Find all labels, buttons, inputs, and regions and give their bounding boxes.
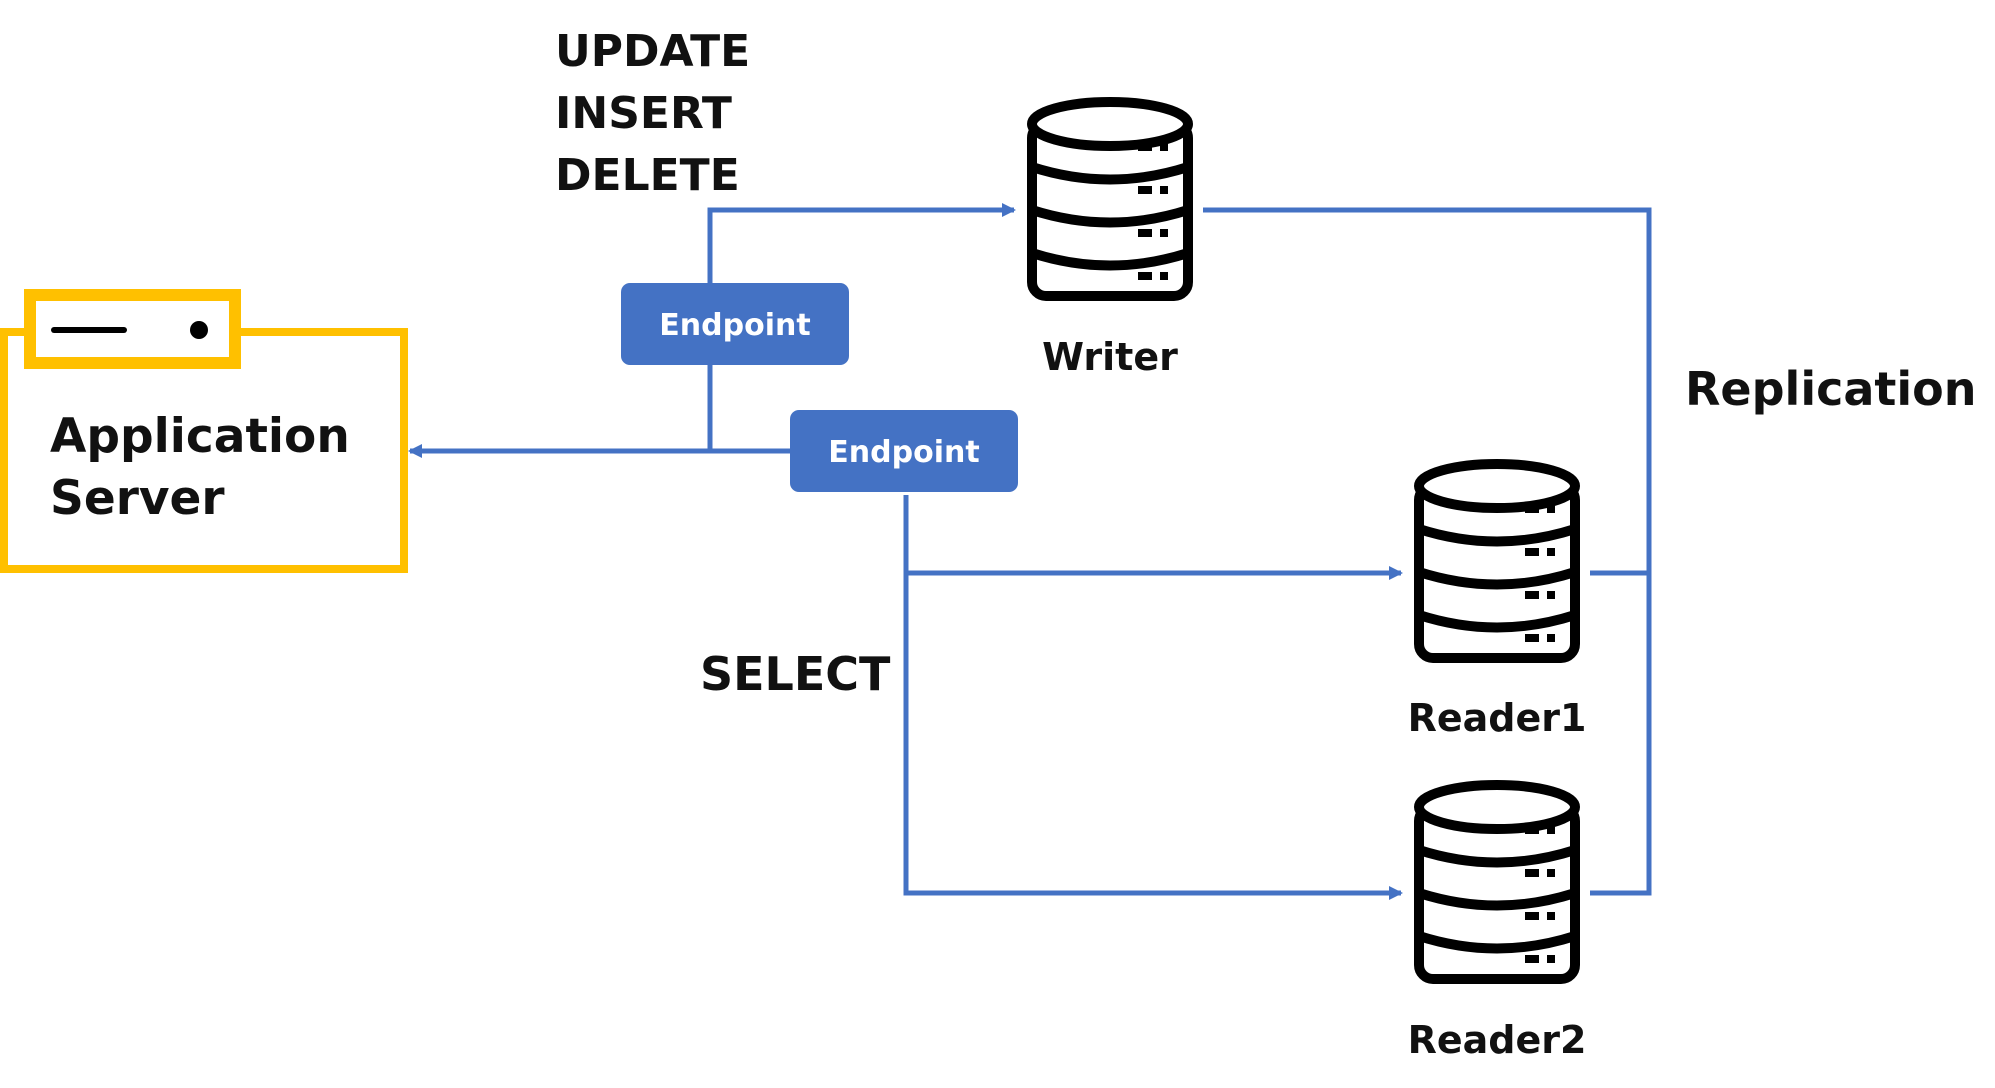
reader2-label: Reader2 (1408, 1018, 1587, 1062)
reader2-database: Reader2 (1408, 785, 1587, 1062)
writer-endpoint-label: Endpoint (659, 308, 810, 343)
reader1-database: Reader1 (1408, 464, 1587, 740)
replication-line (1203, 207, 1652, 896)
op-select: SELECT (700, 647, 891, 701)
database-icon (1419, 785, 1575, 979)
op-update: UPDATE (555, 26, 750, 77)
writer-label: Writer (1042, 335, 1178, 379)
writer-endpoint: Endpoint (621, 283, 849, 365)
reader-endpoint: Endpoint (790, 410, 1018, 492)
reader-endpoint-box (790, 410, 1018, 492)
op-delete: DELETE (555, 150, 740, 201)
database-icon (1419, 464, 1575, 658)
app-server-label-line1: Application (50, 409, 350, 464)
connector-to-reader2 (903, 573, 1403, 900)
writer-endpoint-box (621, 283, 849, 365)
replication-label: Replication (1685, 362, 1977, 416)
reader-endpoint-label: Endpoint (828, 435, 979, 470)
server-led-icon (190, 321, 208, 339)
reader1-label: Reader1 (1408, 696, 1587, 740)
app-server-label-line2: Server (50, 471, 225, 526)
connector-to-reader1 (903, 495, 1403, 580)
connector-to-writer (707, 203, 1016, 451)
application-server: Application Server (0, 289, 408, 573)
write-operations: UPDATE INSERT DELETE (555, 26, 750, 201)
writer-database: Writer (1032, 102, 1188, 379)
connectors (408, 203, 1652, 900)
database-icon (1032, 102, 1188, 296)
op-insert: INSERT (555, 88, 732, 139)
app-server-frame (0, 328, 408, 573)
